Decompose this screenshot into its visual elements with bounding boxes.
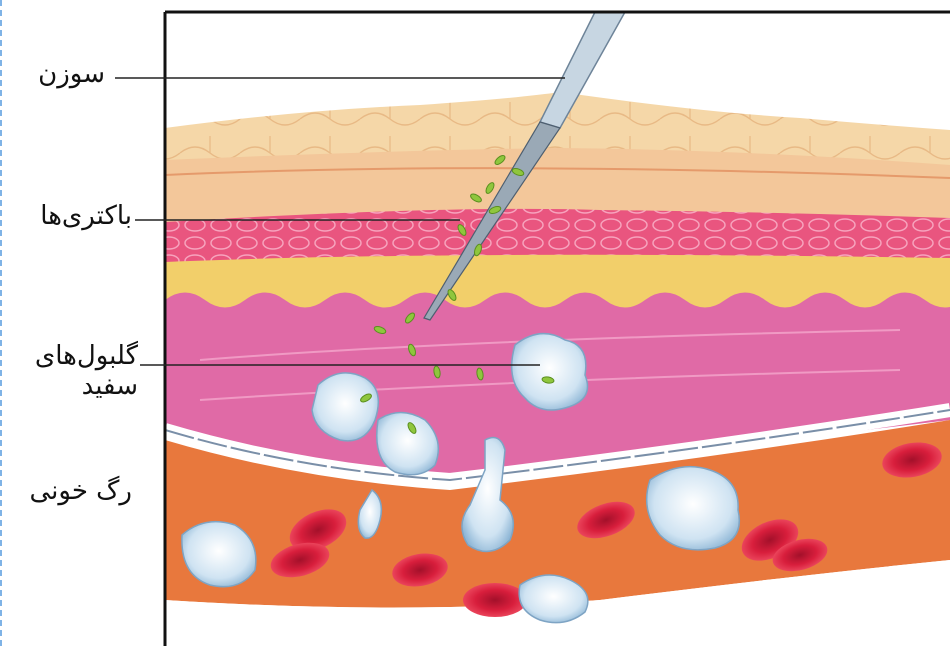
bacteria-label: باکتری‌ها (40, 202, 132, 232)
blood-vessel-label: رگ خونی (29, 477, 132, 507)
tissue-illustration (165, 12, 950, 646)
red-blood-cell (463, 583, 527, 617)
white-blood-cells-label-line1: گلبول‌های (35, 342, 138, 372)
white-blood-cell (312, 373, 378, 441)
needle-label: سوزن (38, 60, 105, 90)
white-blood-cells-label: گلبول‌های سفید (35, 342, 138, 402)
white-blood-cells-label-line2: سفید (35, 372, 138, 402)
